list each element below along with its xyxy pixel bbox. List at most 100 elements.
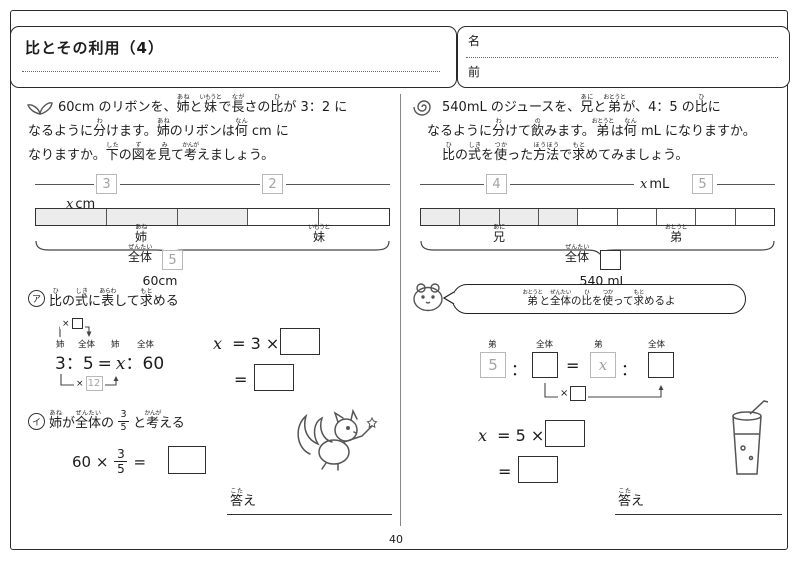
times-sign: × [62,318,70,329]
bar-cell [247,209,318,225]
ratio-term-label: 弟 [488,340,497,350]
bar-cell [176,209,248,225]
total-brace [420,240,775,255]
ratio-hint-box: x [590,352,616,378]
calc-line: x = 5 × [478,426,545,445]
bar-label-younger-brother: 弟おとうと [664,224,688,244]
section-a-heading: ア 比ひの式しきに表あらわして求もとめる [28,288,179,309]
unit-count-box: 5 [692,174,713,194]
column-divider [400,94,401,526]
times-sign: × [76,378,84,389]
ratio-term-label: 全体 [137,340,155,350]
dimension-line [578,184,634,185]
ratio-term-label: 全体 [78,340,96,350]
bar-label-older-brother: 兄あに [492,224,506,244]
multiplier: × [558,386,589,401]
unit-count-box: 2 [262,174,283,194]
bar-cell [616,209,656,225]
dimension-line [717,184,775,185]
answer-box[interactable] [600,250,621,270]
dimension-line [420,184,484,185]
dimension-line [286,184,390,185]
name-label-top: 名 [468,34,481,48]
bar-cell [577,209,616,225]
spiral-icon [413,100,431,116]
bar-cell [655,209,695,225]
answer-label: 答こたえ [618,488,645,509]
calc-line: = [234,370,248,389]
total-brace [35,240,390,255]
speech-bubble: 弟おとうとと全体ぜんたいの比ひを使つかって求もとめるよ [452,284,746,314]
colon: ： [511,360,528,379]
multiplier-top: × [60,318,85,329]
total-value: 60cm [142,273,178,288]
answer-box[interactable] [648,352,674,378]
problem-text-line: 比ひの式しきを使つかった方法ほうほうで求もとめてみましょう。 [442,142,689,163]
problem-text-line: 60cm のリボンを、姉あねと妹いもうとで長ながさの比ひが 3：2 に [58,94,348,115]
answer-line[interactable] [227,514,392,515]
multiplier-bracket [544,383,664,398]
unit-count-box: 4 [486,174,507,194]
page-title: 比とその利用（4） [25,39,164,57]
total-units-box: 5 [162,250,183,270]
answer-box[interactable] [71,318,83,329]
circled-i-marker: イ [28,412,45,430]
page-number: 40 [389,533,403,546]
problem-text-line: なるように分わけます。姉あねのリボンは何なん cm に [28,118,289,139]
bar-cell [318,209,389,225]
answer-line[interactable] [615,514,782,515]
bar-label-older-sister: 姉あね [134,224,148,244]
hamster-icon [413,283,443,312]
calc-line: x = 3 × [213,334,280,353]
bar-cell [36,209,106,225]
name-dotted-line[interactable] [466,57,778,58]
ratio-equation: 3：5=x：60 [55,354,165,374]
title-box [10,26,457,88]
squirrel-fairy-illustration [297,408,378,471]
answer-box[interactable] [168,446,206,474]
answer-box[interactable] [532,352,558,378]
answer-box[interactable] [280,328,320,355]
calc-line: = [498,462,512,481]
bar-cell [498,209,538,225]
times-sign: × [560,388,569,399]
answer-box[interactable] [570,386,587,401]
total-label: 全体ぜんたい [565,244,590,264]
tape-bar [420,208,775,226]
name-label-bottom: 前 [468,65,481,79]
bar-cell [459,209,499,225]
dimension-line [248,184,260,185]
bar-cell [734,209,774,225]
speech-bubble-pointer [443,291,455,305]
bar-cell [105,209,177,225]
answer-box[interactable] [545,420,585,447]
dimension-line [120,184,248,185]
tape-bar [35,208,390,226]
ratio-term-label: 全体 [536,340,554,350]
dimension-line [35,184,94,185]
ratio-hint-box: 5 [480,352,506,378]
multiplier-bottom: × 12 [74,376,105,391]
juice-glass-illustration [732,400,769,475]
multiplier-hint-box: 12 [85,376,103,391]
answer-box[interactable] [518,456,558,483]
sprout-icon [27,102,53,115]
title-dotted-line [22,71,440,72]
answer-box[interactable] [254,364,294,391]
ratio-term-label: 姉 [56,340,65,350]
problem-text-line: なりますか。下したの図ずを見みて考かんがえましょう。 [28,142,275,163]
bar-cell [537,209,578,225]
problem-text-line: 540mL のジュースを、兄あにと弟おとうとが、4：5 の比ひに [442,94,721,115]
bar-cell [421,209,460,225]
dimension-line [510,184,578,185]
bar-cell [695,209,734,225]
equals-sign: = [566,356,580,375]
ratio-term-label: 弟 [594,340,603,350]
unit-count-box: 3 [96,174,117,194]
total-label: 全体ぜんたい [128,244,153,264]
